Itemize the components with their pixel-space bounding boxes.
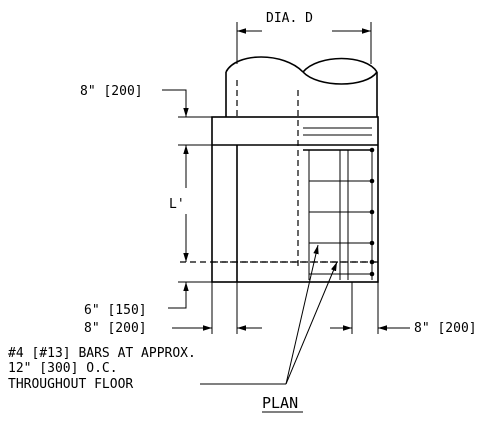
note-line-1: #4 [#13] BARS AT APPROX.	[8, 346, 196, 361]
dim-6-label: 6" [150]	[84, 303, 147, 318]
dia-label: DIA. D	[266, 11, 313, 26]
top-dim-label: 8" [200]	[80, 84, 143, 99]
note-line-2: 12" [300] O.C.	[8, 361, 118, 376]
top-thickness-dimension: 8" [200]	[80, 84, 212, 162]
bottom-thickness-dimension: 6" [150]	[84, 281, 212, 318]
rebar-grid	[303, 127, 375, 280]
length-label: L'	[169, 197, 185, 212]
title-label: PLAN	[262, 394, 298, 412]
floor-box	[180, 116, 379, 283]
dim-8-left-label: 8" [200]	[84, 321, 147, 336]
plan-title: PLAN	[262, 394, 303, 413]
wall-thickness-dimensions: 8" [200] 8" [200]	[84, 282, 477, 336]
rebar-note-leader: #4 [#13] BARS AT APPROX. 12" [300] O.C. …	[8, 244, 338, 392]
length-dimension: L'	[169, 162, 189, 262]
dia-dimension: DIA. D	[236, 11, 372, 64]
note-line-3: THROUGHOUT FLOOR	[8, 377, 133, 392]
pipe	[225, 56, 378, 270]
dim-8-right-label: 8" [200]	[414, 321, 477, 336]
